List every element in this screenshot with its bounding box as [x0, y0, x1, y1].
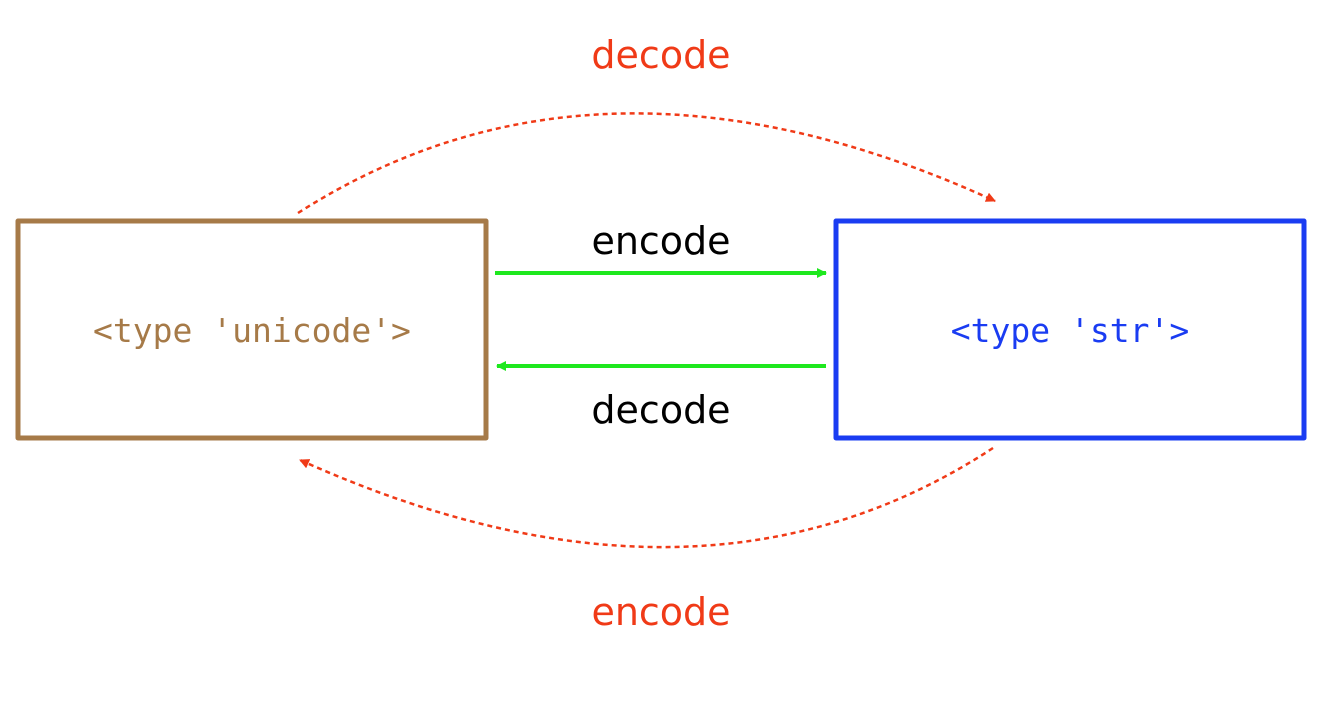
decode-dashed-label: decode — [591, 33, 730, 77]
encode-arrow-label: encode — [591, 219, 730, 263]
str-type-label: <type 'str'> — [951, 311, 1189, 350]
unicode-type-label: <type 'unicode'> — [93, 311, 411, 350]
unicode-box — [15, 218, 489, 441]
str-box — [833, 218, 1307, 441]
decode-arrow-label: decode — [591, 388, 730, 432]
encode-dashed-label: encode — [591, 590, 730, 634]
decode-dashed-arrow — [297, 112, 996, 215]
encode-dashed-arrow — [299, 446, 994, 549]
